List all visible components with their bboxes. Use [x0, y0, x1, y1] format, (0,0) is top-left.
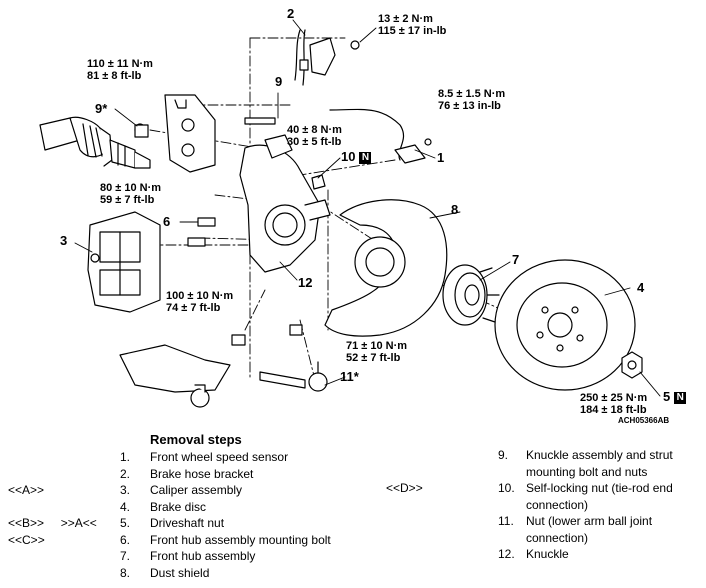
step-row: 2. Brake hose bracket: [120, 466, 254, 481]
caliper-drawing: [87, 211, 161, 313]
leader-lines: [74, 19, 661, 397]
strut-bracket-drawing: [164, 94, 216, 173]
torque-label-12: 100 ± 10 N·m 74 ± 7 ft-lb: [166, 290, 234, 314]
part-label-7: 7: [512, 252, 520, 267]
knuckle-drawing: [239, 134, 331, 273]
step-row: <<A>> 3. Caliper assembly: [8, 483, 243, 497]
removal-steps-right: 9. Knuckle assembly and strut mounting b…: [380, 447, 706, 563]
removal-steps-left: 1. Front wheel speed sensor 2. Brake hos…: [0, 449, 380, 581]
speed-sensor-drawing: [329, 108, 432, 164]
front-hub-drawing: [442, 264, 500, 326]
brake-disc-drawing: [494, 259, 636, 391]
part-label-9-star: 9*: [95, 101, 108, 116]
driveshaft-drawing: [39, 116, 151, 169]
diagram-code: ACH05366AB: [618, 416, 670, 425]
torque-label-6: 80 ± 10 N·m 59 ± 7 ft-lb: [100, 182, 162, 206]
step-row: <<C>> 6. Front hub assembly mounting bol…: [8, 532, 331, 547]
step-row: 11. Nut (lower arm ball joint: [498, 514, 653, 528]
part-label-11: 11*: [340, 369, 359, 384]
step-row: <<D>> 10. Self-locking nut (tie-rod end: [386, 481, 673, 495]
torque-label-11: 71 ± 10 N·m 52 ± 7 ft-lb: [346, 340, 408, 364]
exploded-diagram: [39, 19, 661, 408]
fasteners-drawing: [134, 117, 326, 346]
torque-label-9: 110 ± 11 N·m 81 ± 8 ft-lb: [87, 58, 153, 82]
new-part-badge: N: [359, 152, 372, 164]
step-row: connection): [526, 530, 589, 545]
part-label-9: 9: [275, 74, 283, 89]
tie-rod-end-drawing: [259, 361, 328, 392]
torque-label-5: 250 ± 25 N·m 184 ± 18 ft-lb: [580, 392, 648, 416]
part-label-3: 3: [60, 233, 68, 248]
part-label-1: 1: [437, 150, 445, 165]
step-row: 12. Knuckle: [498, 547, 569, 561]
step-row: 8. Dust shield: [120, 565, 210, 580]
step-row: mounting bolt and nuts: [526, 464, 648, 479]
torque-label-1: 8.5 ± 1.5 N·m 76 ± 13 in-lb: [438, 88, 506, 112]
step-row: 9. Knuckle assembly and strut: [498, 448, 673, 462]
part-label-8: 8: [451, 202, 459, 217]
part-label-6: 6: [163, 214, 171, 229]
new-part-badge: N: [674, 392, 687, 404]
step-row: <<B>> >>A<< 5. Driveshaft nut: [8, 516, 225, 530]
part-label-12: 12: [298, 275, 313, 290]
step-row: 4. Brake disc: [120, 499, 207, 514]
removal-steps-heading: Removal steps: [150, 432, 242, 447]
dust-shield-drawing: [324, 199, 448, 337]
part-label-2: 2: [287, 6, 295, 21]
part-label-4: 4: [637, 280, 645, 295]
step-row: 7. Front hub assembly: [120, 549, 256, 563]
driveshaft-nut-drawing: [621, 351, 643, 379]
step-row: connection): [526, 497, 589, 512]
step-row: 1. Front wheel speed sensor: [120, 450, 289, 464]
torque-label-2: 13 ± 2 N·m 115 ± 17 in-lb: [378, 13, 447, 37]
lower-arm-drawing: [119, 344, 231, 408]
torque-label-10: 40 ± 8 N·m 30 ± 5 ft-lb: [287, 124, 342, 148]
